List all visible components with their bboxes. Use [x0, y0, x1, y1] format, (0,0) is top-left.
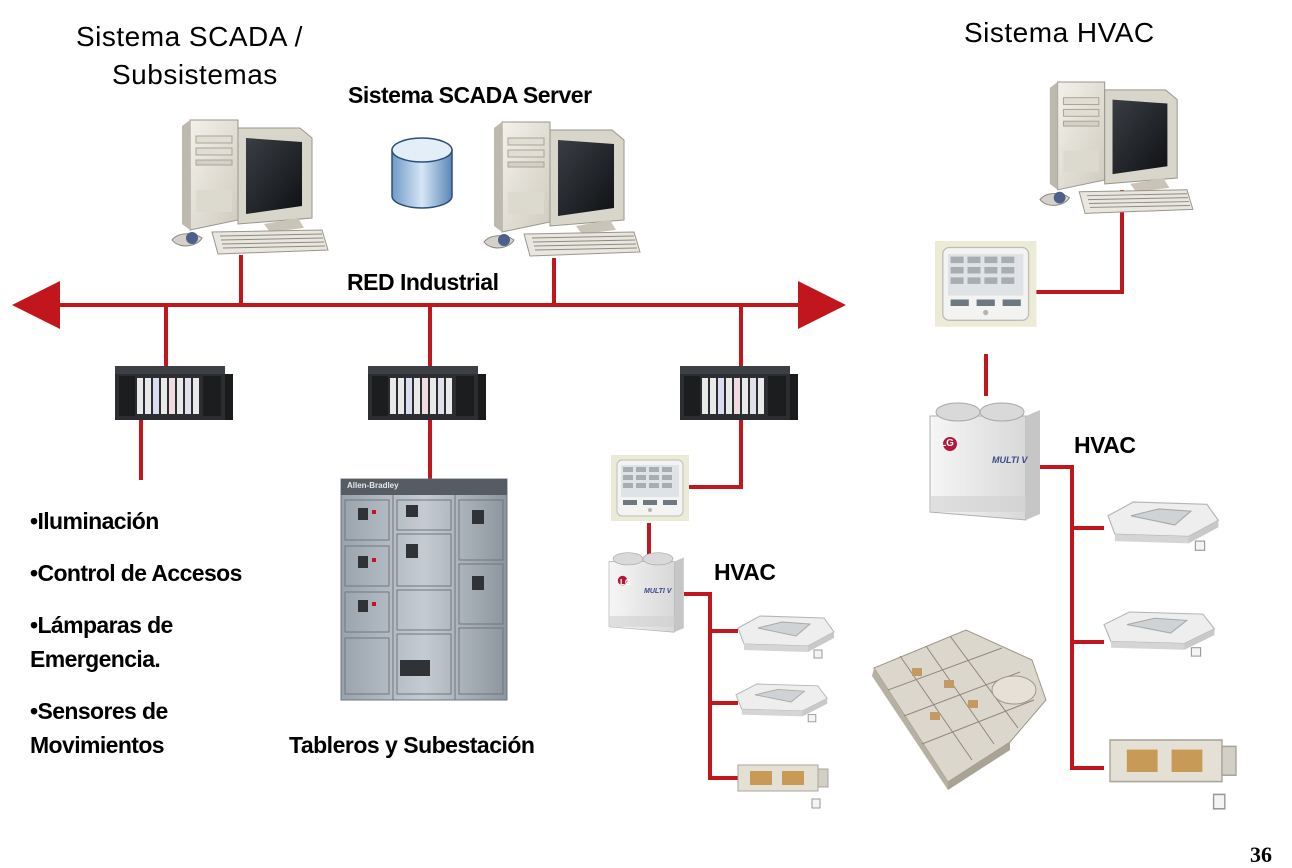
- subsystem-item: •Lámparas de: [30, 612, 173, 638]
- page-number: 36: [1250, 842, 1272, 867]
- subsystem-item: •Sensores de: [30, 698, 168, 724]
- panel-brand-label: Allen-Bradley: [347, 481, 399, 490]
- hvac-left-label: HVAC: [714, 559, 776, 585]
- database-icon: [391, 137, 453, 209]
- hvac-workstation-pc-icon: [1039, 81, 1194, 214]
- scada-server-pc-icon: [483, 121, 641, 257]
- multiv-brand-label: MULTI V: [644, 588, 672, 595]
- cassette-indoor-unit-icon: [737, 615, 835, 659]
- duct-indoor-unit-icon: [1109, 739, 1237, 810]
- red-industrial-label: RED Industrial: [347, 269, 499, 295]
- lg-logo-label: LG: [940, 438, 954, 449]
- subsystem-item: •Iluminación: [30, 508, 159, 534]
- connection-lines: [139, 190, 1124, 780]
- scada-workstation-pc-icon: [171, 119, 329, 255]
- scada-title-line1: Sistema SCADA /: [76, 21, 303, 52]
- lg-logo-label: LG: [620, 578, 632, 587]
- plc-icon: [680, 366, 798, 420]
- hvac-right-label: HVAC: [1074, 432, 1136, 458]
- duct-indoor-unit-icon: [737, 764, 829, 809]
- subsystems-list: •Iluminación •Control de Accesos •Lámpar…: [30, 504, 242, 762]
- tableros-label: Tableros y Subestación: [289, 732, 535, 758]
- switchgear-panel-icon: [340, 478, 508, 701]
- plc-icon: [115, 366, 233, 420]
- hvac-controller-icon: [610, 454, 690, 522]
- hvac-system-title: Sistema HVAC: [964, 17, 1155, 48]
- subsystem-item: •Control de Accesos: [30, 560, 242, 586]
- ceiling-cassette-unit-icon: [735, 683, 828, 723]
- multiv-brand-label: MULTI V: [992, 455, 1028, 465]
- building-floorplan-icon: [872, 629, 1047, 790]
- hvac-central-controller-icon: [934, 240, 1038, 328]
- cassette-indoor-unit-icon: [1107, 501, 1219, 551]
- ceiling-cassette-unit-icon: [1103, 611, 1215, 657]
- plc-icon: [368, 366, 486, 420]
- scada-title-line2: Subsistemas: [112, 59, 278, 90]
- subsystem-item: Movimientos: [30, 732, 165, 758]
- subsystem-item: Emergencia.: [30, 646, 161, 672]
- scada-server-label: Sistema SCADA Server: [348, 82, 592, 108]
